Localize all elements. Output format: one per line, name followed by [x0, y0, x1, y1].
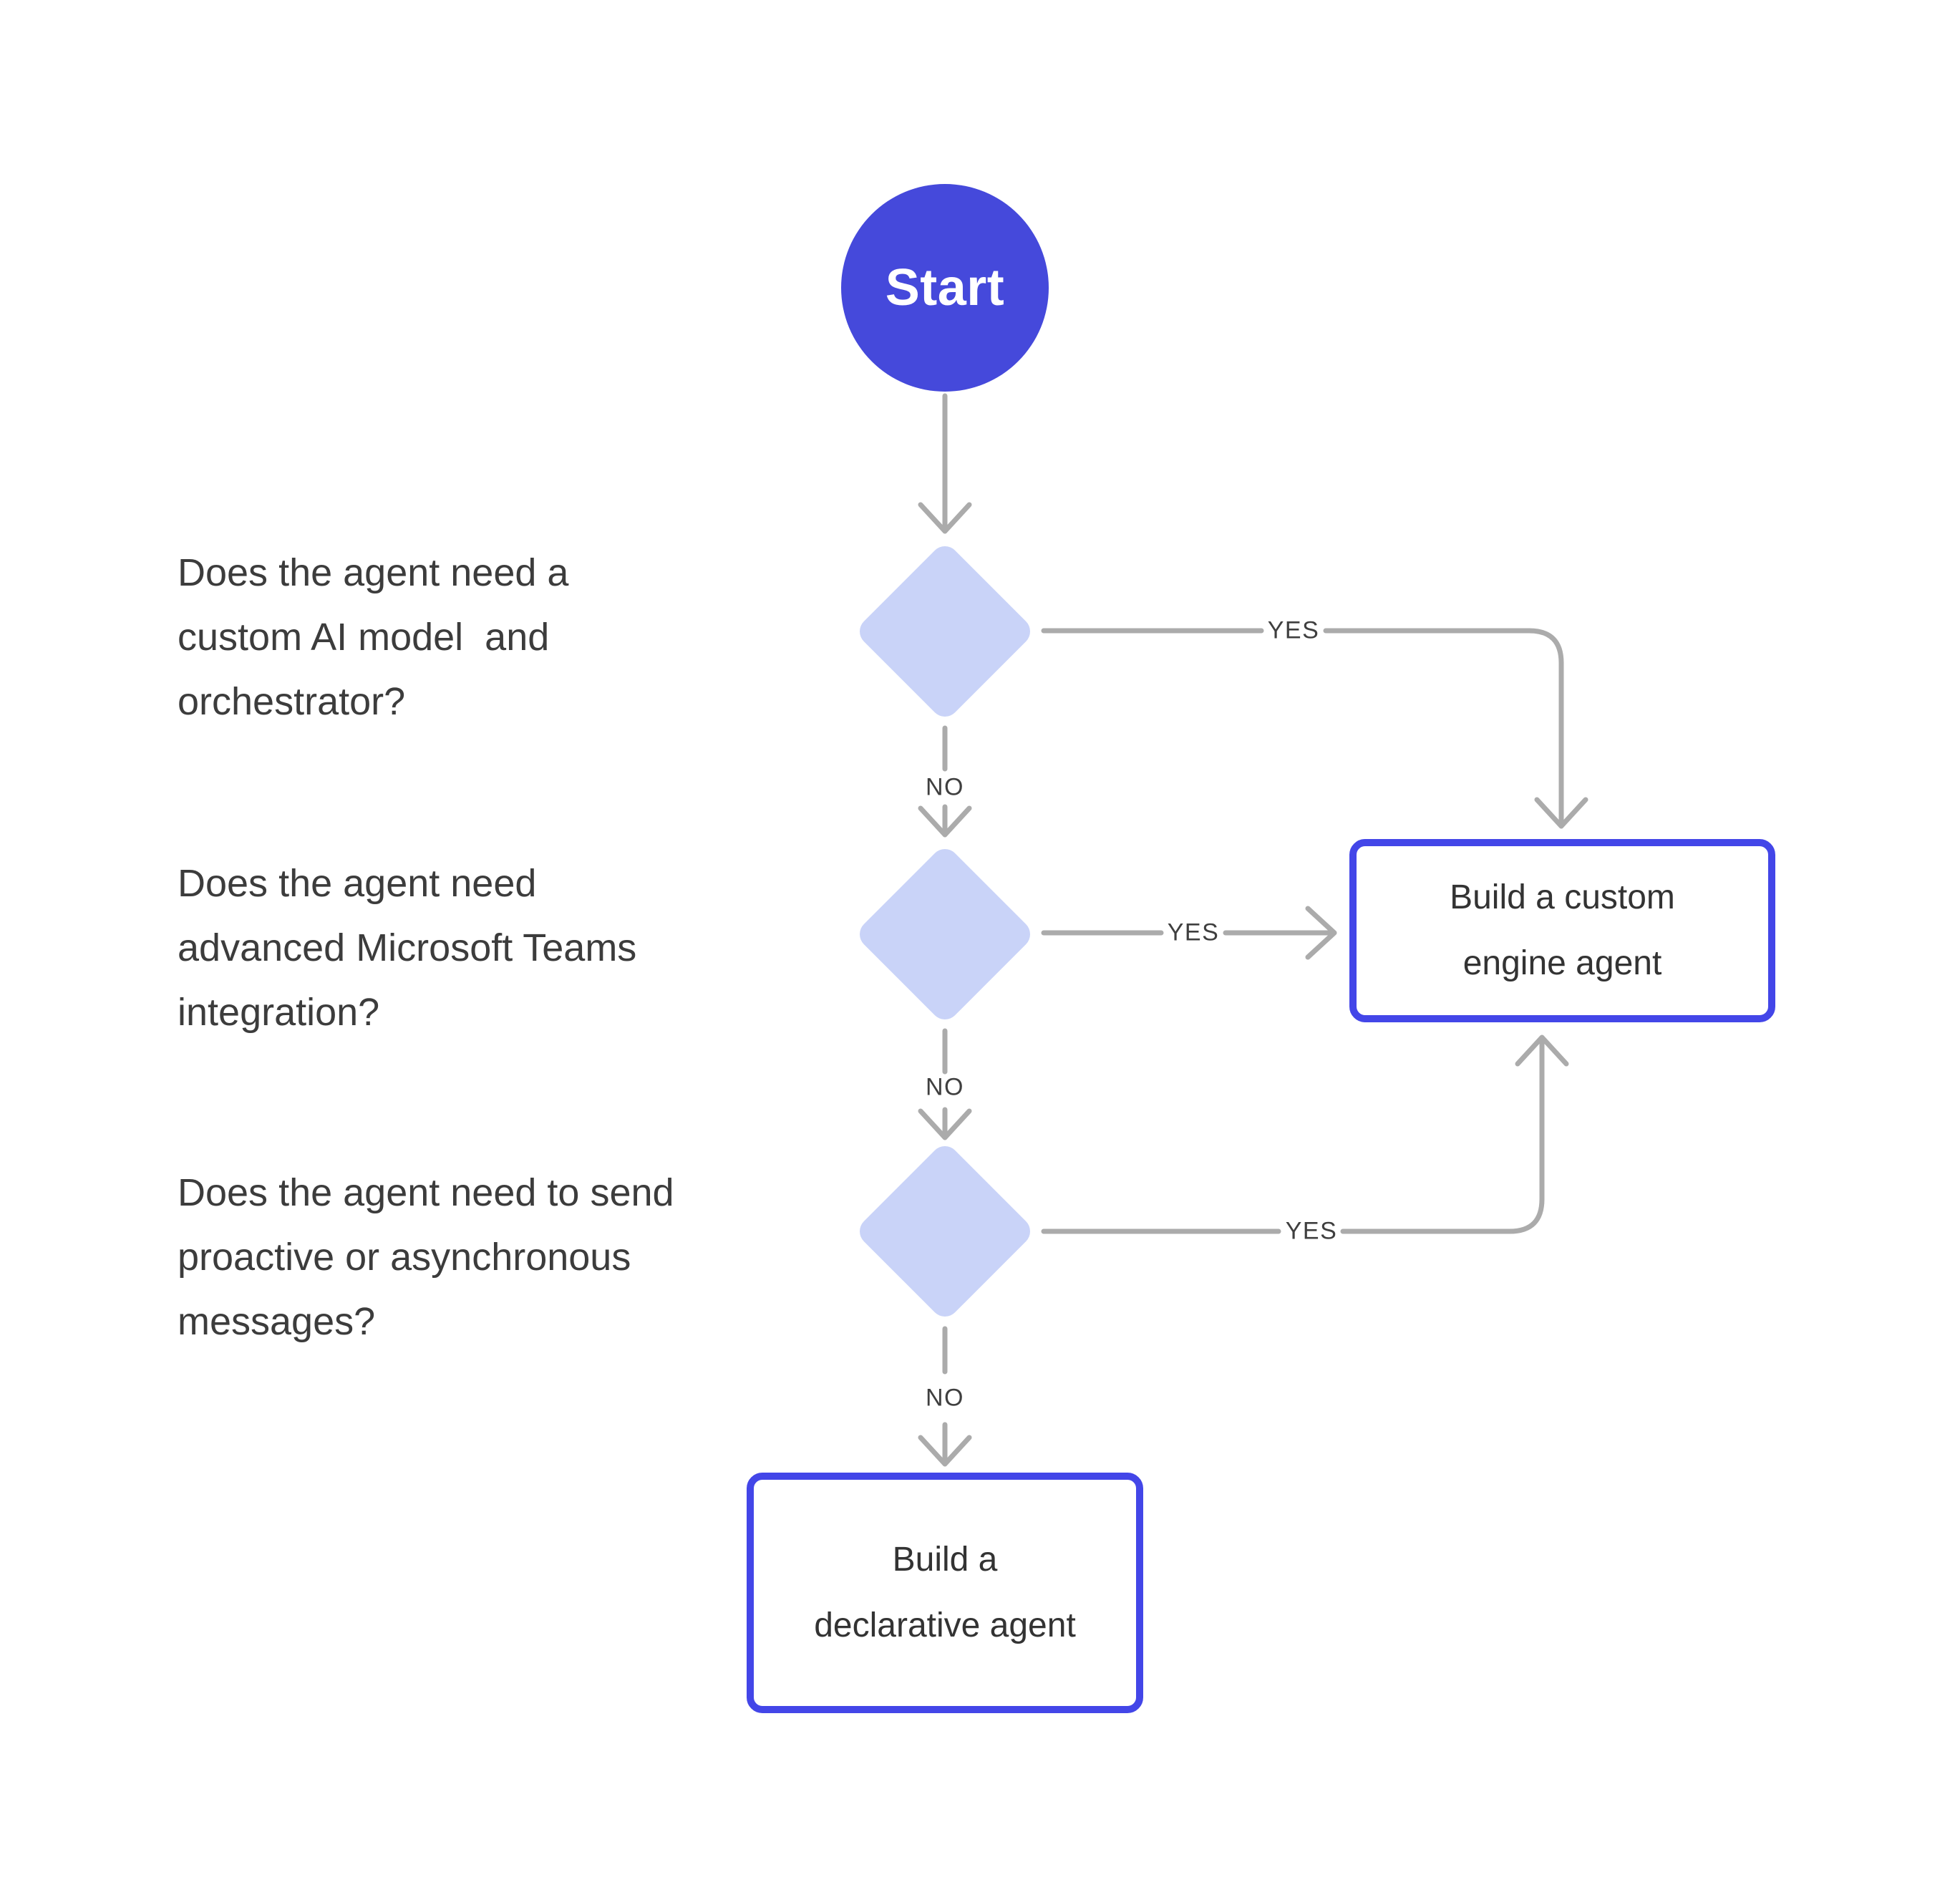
connector-yes1-right-segment	[1323, 628, 1564, 827]
edge-label-yes-1: YES	[1267, 616, 1320, 644]
arrowhead-down-decision3	[918, 1108, 972, 1140]
outcome-box-custom-engine-agent: Build a custom engine agent	[1349, 839, 1775, 1022]
arrowhead-down-decision1	[918, 502, 972, 534]
arrowhead-down-declarative-box	[918, 1435, 972, 1467]
edge-label-no-2: NO	[926, 1073, 964, 1101]
edge-label-yes-2: YES	[1167, 919, 1220, 946]
edge-label-no-3: NO	[926, 1384, 964, 1412]
outcome-box-declarative-agent: Build a declarative agent	[747, 1473, 1143, 1713]
arrowhead-down-decision2	[918, 805, 972, 838]
decision-question-2: Does the agent need advanced Microsoft T…	[178, 862, 637, 1034]
start-node: Start	[841, 184, 1049, 392]
outcome-label-declarative-agent: Build a declarative agent	[814, 1541, 1076, 1644]
arrowhead-down-engine-box-top	[1534, 797, 1588, 829]
edge-label-yes-3: YES	[1285, 1217, 1338, 1245]
decision-question-3: Does the agent need to send proactive or…	[178, 1171, 674, 1343]
arrowhead-right-engine-box-left	[1305, 906, 1337, 960]
arrowhead-up-engine-box-bottom	[1515, 1034, 1569, 1067]
edge-label-no-1: NO	[926, 773, 964, 801]
start-node-label: Start	[885, 259, 1005, 316]
decision-question-1: Does the agent need a custom AI model an…	[178, 551, 569, 723]
connector-yes3-right-segment	[1340, 1037, 1545, 1234]
outcome-label-custom-engine-agent: Build a custom engine agent	[1450, 878, 1675, 982]
